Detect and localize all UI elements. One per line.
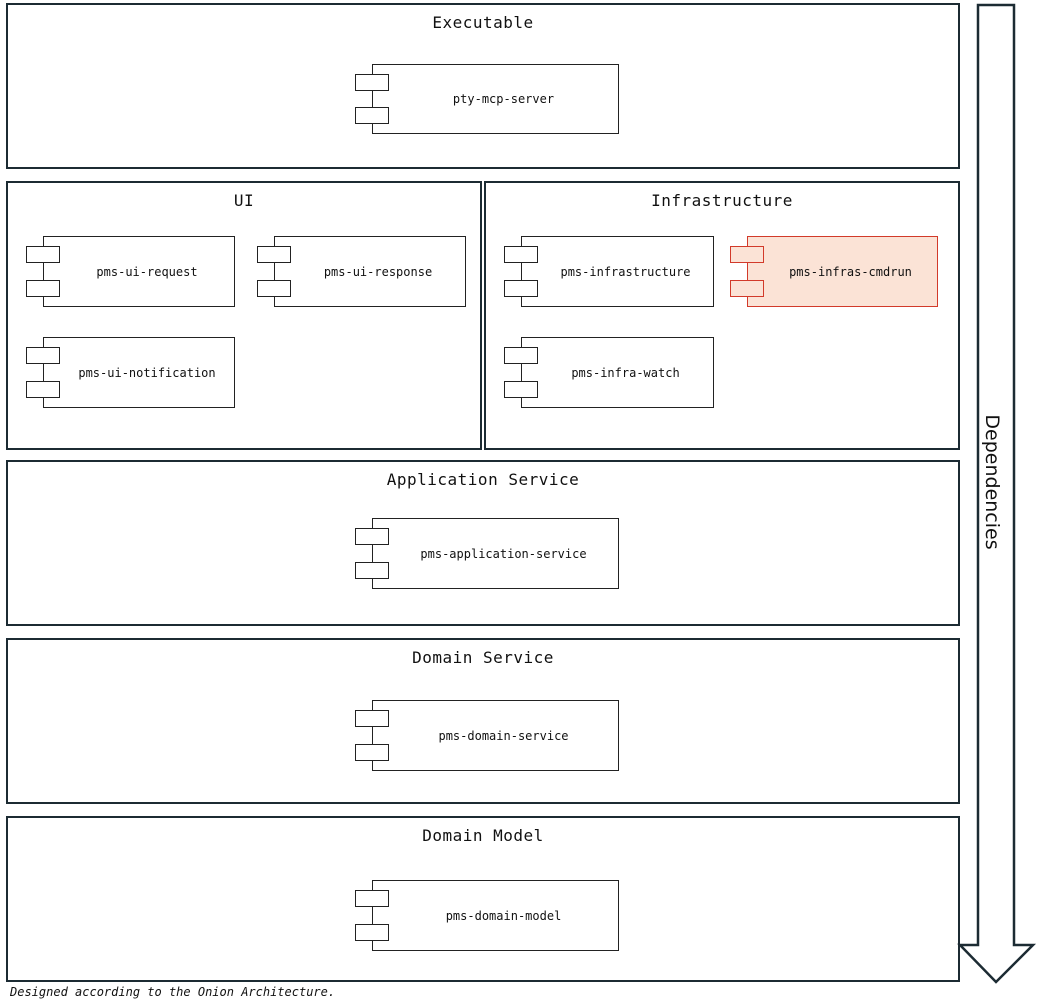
component-label: pms-domain-model — [445, 908, 562, 923]
layer-application-service: Application Service pms-application-serv… — [6, 460, 960, 626]
component-pty-mcp-server[interactable]: pty-mcp-server — [355, 64, 619, 134]
component-lug-icon — [257, 246, 291, 263]
layer-domain-service: Domain Service pms-domain-service — [6, 638, 960, 804]
component-lug-icon — [355, 890, 389, 907]
component-label: pty-mcp-server — [452, 92, 555, 106]
component-lug-icon — [26, 381, 60, 398]
component-pms-infrastructure[interactable]: pms-infrastructure — [504, 236, 714, 307]
component-pms-infra-watch[interactable]: pms-infra-watch — [504, 337, 714, 408]
component-label: pms-infras-cmdrun — [789, 264, 912, 279]
dependencies-label: Dependencies — [981, 414, 1003, 550]
component-label: pms-domain-service — [438, 728, 569, 743]
layer-title-executable: Executable — [432, 13, 534, 32]
component-lug-icon — [355, 710, 389, 727]
component-lug-icon — [355, 74, 389, 91]
component-label: pms-infrastructure — [560, 264, 691, 279]
layer-domain-model: Domain Model pms-domain-model — [6, 816, 960, 982]
component-lug-icon — [730, 246, 764, 263]
component-pms-application-service[interactable]: pms-application-service — [355, 518, 619, 589]
component-lug-icon — [504, 347, 538, 364]
component-lug-icon — [504, 246, 538, 263]
layer-title-infrastructure: Infrastructure — [651, 191, 793, 210]
component-lug-icon — [355, 562, 389, 579]
component-lug-icon — [26, 246, 60, 263]
component-label: pms-infra-watch — [571, 365, 680, 380]
component-lug-icon — [257, 280, 291, 297]
component-pms-infras-cmdrun[interactable]: pms-infras-cmdrun — [730, 236, 938, 307]
layer-infrastructure: Infrastructure pms-infrastructure pms-in… — [484, 181, 960, 450]
component-lug-icon — [26, 280, 60, 297]
component-pms-ui-notification[interactable]: pms-ui-notification — [26, 337, 235, 408]
component-lug-icon — [504, 280, 538, 297]
component-label: pms-ui-response — [323, 264, 433, 279]
component-pms-domain-service[interactable]: pms-domain-service — [355, 700, 619, 771]
component-label: pms-ui-request — [96, 264, 198, 279]
component-lug-icon — [355, 924, 389, 941]
layer-executable: Executable pty-mcp-server — [6, 3, 960, 169]
layer-title-ui: UI — [233, 191, 255, 210]
layer-title-domain-model: Domain Model — [422, 826, 544, 845]
component-lug-icon — [355, 744, 389, 761]
layer-title-domain-service: Domain Service — [412, 648, 554, 667]
component-label: pms-application-service — [420, 546, 587, 561]
component-pms-ui-response[interactable]: pms-ui-response — [257, 236, 466, 307]
layer-title-application-service: Application Service — [386, 470, 580, 489]
component-pms-domain-model[interactable]: pms-domain-model — [355, 880, 619, 951]
layer-ui: UI pms-ui-request pms-ui-response pms-ui… — [6, 181, 482, 450]
component-label: pms-ui-notification — [78, 365, 216, 380]
component-lug-icon — [730, 280, 764, 297]
footer-caption: Designed according to the Onion Architec… — [10, 985, 336, 999]
component-lug-icon — [355, 528, 389, 545]
component-lug-icon — [355, 107, 389, 124]
component-lug-icon — [504, 381, 538, 398]
component-pms-ui-request[interactable]: pms-ui-request — [26, 236, 235, 307]
component-lug-icon — [26, 347, 60, 364]
